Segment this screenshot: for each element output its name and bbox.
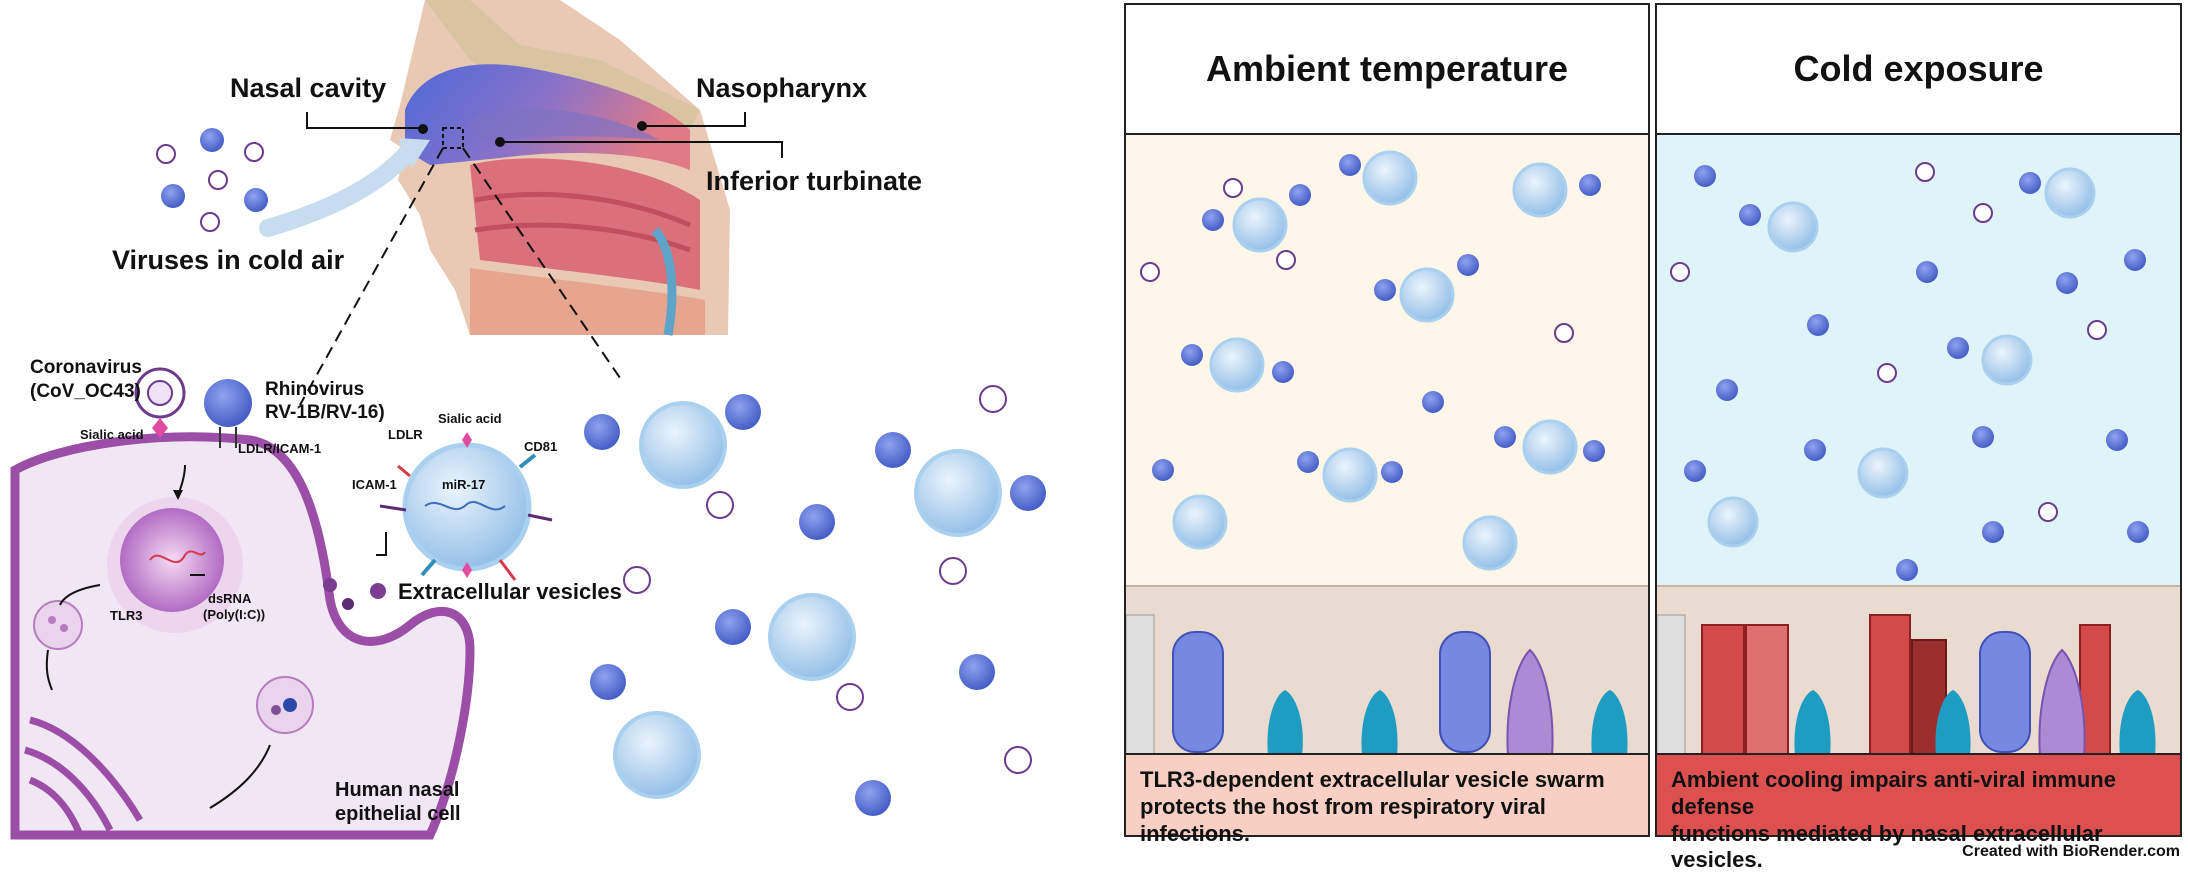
ambient-panel-title: Ambient temperature <box>1206 48 1568 90</box>
label-tlr3: TLR3 <box>110 609 143 623</box>
biorender-credit: Created with BioRender.com <box>1962 843 2180 861</box>
label-nasopharynx: Nasopharynx <box>696 74 867 102</box>
extracellular-vesicle-detail <box>376 432 552 580</box>
label-rhinovirus: Rhinovirus <box>265 380 364 400</box>
cold-panel-title: Cold exposure <box>1793 48 2043 90</box>
label-viruses-in-cold-air: Viruses in cold air <box>112 246 344 274</box>
label-cell-line2: epithelial cell <box>335 804 461 825</box>
airborne-viruses <box>157 128 268 231</box>
floating-vesicles-left <box>584 386 1046 816</box>
label-extracellular-vesicles: Extracellular vesicles <box>398 580 622 603</box>
label-cd81: CD81 <box>524 440 557 454</box>
label-rhinovirus-strain: RV-1B/RV-16) <box>265 403 385 423</box>
ambient-panel-caption: TLR3-dependent extracellular vesicle swa… <box>1126 753 1648 835</box>
label-ldlr-icam-cell: LDLR/ICAM-1 <box>238 442 321 456</box>
nasal-epithelial-cell <box>15 437 470 835</box>
label-ldlr: LDLR <box>388 428 423 442</box>
ambient-panel-header: Ambient temperature <box>1126 5 1648 135</box>
cold-exposure-panel: Cold exposure Ambient cooling impairs an… <box>1655 3 2182 837</box>
cold-panel-header: Cold exposure <box>1657 5 2180 135</box>
label-inferior-turbinate: Inferior turbinate <box>706 167 922 195</box>
label-sialic-acid-ev: Sialic acid <box>438 412 502 426</box>
ambient-caption-line2: protects the host from respiratory viral… <box>1140 794 1648 848</box>
cold-caption-line1: Ambient cooling impairs anti-viral immun… <box>1671 767 2180 821</box>
cold-panel-caption: Ambient cooling impairs anti-viral immun… <box>1657 753 2180 835</box>
label-icam1: ICAM-1 <box>352 478 397 492</box>
ambient-temperature-panel: Ambient temperature TLR3-dependent extra… <box>1124 3 1650 837</box>
nasal-anatomy-illustration <box>390 0 730 335</box>
label-cell-line1: Human nasal <box>335 780 459 801</box>
label-sialic-acid-cell: Sialic acid <box>80 428 144 442</box>
cold-air-arrow <box>268 150 410 228</box>
label-coronavirus: Coronavirus <box>30 358 142 378</box>
ambient-caption-line1: TLR3-dependent extracellular vesicle swa… <box>1140 767 1648 794</box>
label-coronavirus-strain: (CoV_OC43) <box>30 382 141 402</box>
label-dsrna-polyic: (Poly(I:C)) <box>203 608 265 622</box>
label-dsrna: dsRNA <box>208 592 251 606</box>
label-mir17: miR-17 <box>442 478 485 492</box>
label-nasal-cavity: Nasal cavity <box>230 74 386 102</box>
